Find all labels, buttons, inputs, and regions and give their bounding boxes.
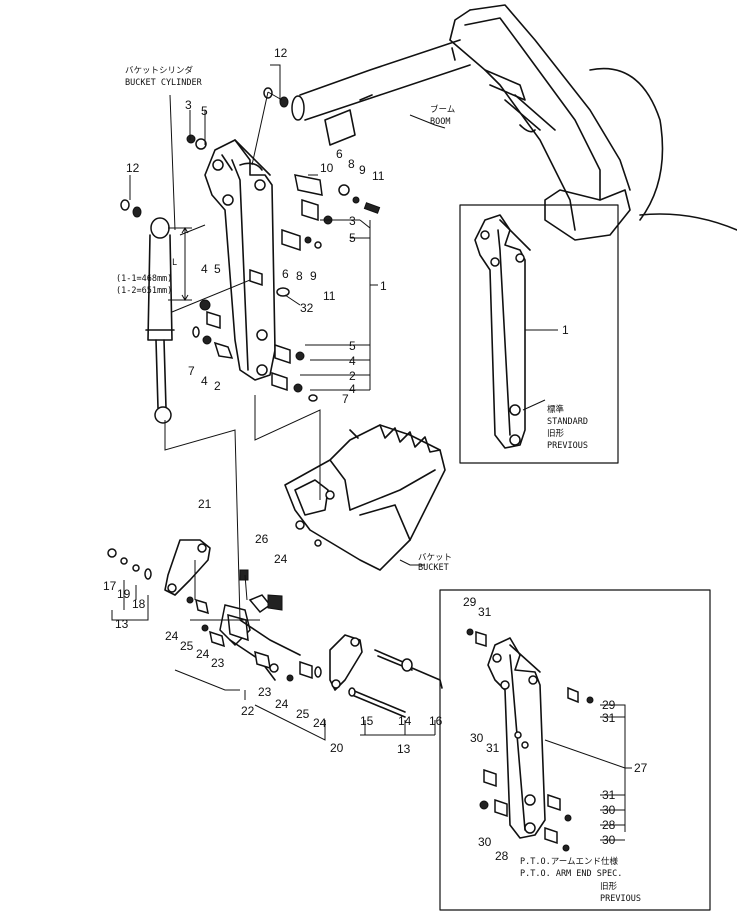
boom-en-label: BOOM	[430, 117, 450, 127]
part-number: 29	[602, 698, 616, 712]
part-number: 7	[342, 392, 349, 406]
part-number: 4	[349, 354, 356, 368]
part-number: 21	[198, 497, 212, 511]
part-number: 22	[241, 704, 255, 718]
part-number: 2	[214, 379, 221, 393]
bucket-en-label: BUCKET	[418, 563, 449, 573]
dim-l-label: L	[172, 258, 177, 268]
part-numbers: 12 3 5 10 6 8 9 11 3 5 12 6 8 9 11 1 4 5…	[103, 46, 648, 863]
bucket-jp-label: バケット	[418, 553, 452, 563]
boom-drawing	[291, 4, 737, 241]
part-number: 24	[313, 716, 327, 730]
text-labels: バケットシリンダ BUCKET CYLINDER ブーム BOOM バケット B…	[116, 65, 641, 904]
part-number: 8	[348, 157, 355, 171]
bucket-cylinder-jp-label: バケットシリンダ	[125, 65, 194, 76]
part-number: 7	[188, 364, 195, 378]
part-number: 4	[349, 382, 356, 396]
link-drawing	[107, 539, 443, 718]
pto-previous-en-label: PREVIOUS	[600, 894, 641, 904]
part-number: 8	[296, 269, 303, 283]
leader-lines	[111, 64, 446, 741]
part-number: 19	[117, 587, 131, 601]
part-number: 12	[274, 46, 288, 60]
part-number: 30	[602, 803, 616, 817]
part-number: 5	[214, 262, 221, 276]
pto-en-label: P.T.O. ARM END SPEC.	[520, 869, 622, 879]
part-number: 14	[398, 714, 412, 728]
part-number: 31	[478, 605, 492, 619]
part-number: 9	[359, 163, 366, 177]
arm-drawing	[171, 139, 276, 381]
part-number: 29	[463, 595, 477, 609]
part-number: 16	[429, 714, 443, 728]
part-number: 2	[349, 369, 356, 383]
part-number: 3	[185, 98, 192, 112]
part-number: 13	[115, 617, 129, 631]
part-number: 11	[323, 289, 336, 303]
dim-1-label: (1-1=468mm)	[116, 274, 172, 284]
part-number: 5	[349, 339, 356, 353]
part-number: 5	[349, 231, 356, 245]
standard-previous-inset	[459, 204, 619, 464]
bucket-cylinder-drawing	[145, 217, 192, 424]
part-number: 11	[372, 169, 385, 183]
part-number: 10	[320, 161, 334, 175]
standard-jp-label: 標準	[547, 404, 565, 415]
arm-parts	[120, 87, 381, 402]
part-number: 3	[349, 214, 356, 228]
part-number: 9	[310, 269, 317, 283]
part-number: 17	[103, 579, 117, 593]
part-number: 1	[380, 279, 387, 293]
part-number: 6	[282, 267, 289, 281]
part-number: 32	[300, 301, 314, 315]
part-number: 28	[495, 849, 509, 863]
part-number: 4	[201, 374, 208, 388]
pto-previous-jp-label: 旧形	[600, 882, 618, 892]
bucket-cylinder-en-label: BUCKET CYLINDER	[125, 78, 203, 88]
part-number: 24	[196, 647, 210, 661]
part-number: 31	[486, 741, 500, 755]
pto-inset	[439, 589, 711, 911]
part-number: 30	[602, 833, 616, 847]
standard-en-label: STANDARD	[547, 417, 588, 427]
previous-en-label: PREVIOUS	[547, 441, 588, 451]
part-number: 28	[602, 818, 616, 832]
part-number: 24	[274, 552, 288, 566]
part-number: 23	[258, 685, 272, 699]
part-number: 18	[132, 597, 146, 611]
part-number: 31	[602, 788, 616, 802]
part-number: 24	[165, 629, 179, 643]
part-number: 13	[397, 742, 411, 756]
part-number: 15	[360, 714, 374, 728]
part-number: 20	[330, 741, 344, 755]
bucket-drawing	[284, 424, 446, 571]
part-number: 12	[126, 161, 140, 175]
dim-2-label: (1-2=651mm)	[116, 286, 172, 296]
part-number: 27	[634, 761, 648, 775]
part-number: 30	[478, 835, 492, 849]
part-number: 26	[255, 532, 269, 546]
part-number: 5	[201, 104, 208, 118]
pto-jp-label: P.T.O.アームエンド仕様	[520, 856, 618, 867]
part-number: 24	[275, 697, 289, 711]
part-number: 31	[602, 711, 616, 725]
part-number: 25	[296, 707, 310, 721]
part-number: 1	[562, 323, 569, 337]
boom-jp-label: ブーム	[430, 104, 455, 115]
part-number: 6	[336, 147, 343, 161]
part-number: 25	[180, 639, 194, 653]
part-number: 23	[211, 656, 225, 670]
part-number: 4	[201, 262, 208, 276]
part-number: 30	[470, 731, 484, 745]
previous-jp-label: 旧形	[547, 429, 565, 439]
